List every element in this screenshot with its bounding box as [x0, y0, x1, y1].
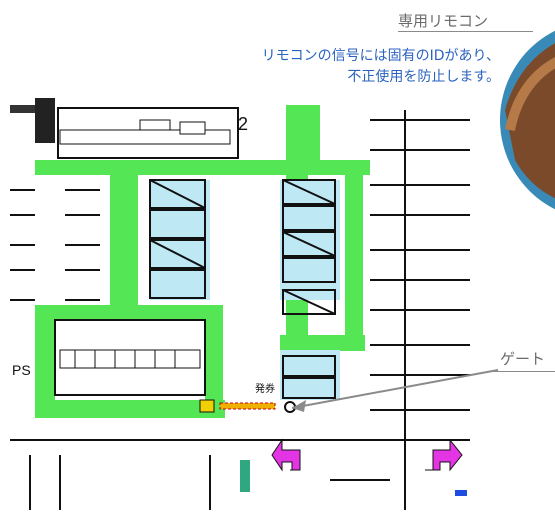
parking-stalls-right — [282, 179, 336, 399]
remote-note-line-1: リモコンの信号には固有のIDがあり、 — [261, 48, 500, 64]
left-edge-stalls — [10, 189, 100, 301]
gate-underline — [492, 371, 555, 372]
green-marker — [240, 460, 250, 492]
area-number: 2 — [238, 114, 248, 134]
remote-photo — [500, 30, 555, 210]
gate-label: ゲート — [500, 350, 546, 368]
gate-bar — [219, 402, 276, 410]
remote-title: 専用リモコン — [398, 12, 489, 30]
gate-leader-arrow-icon — [292, 400, 306, 412]
ticket-mark: 発券 — [255, 382, 275, 395]
remote-note: リモコンの信号には固有のIDがあり、 不正使用を防止します。 — [150, 46, 500, 88]
direction-arrow-icon — [425, 438, 463, 472]
remote-note-line-2: 不正使用を防止します。 — [347, 69, 500, 85]
direction-arrow-icon — [271, 438, 301, 472]
gate-booth — [199, 399, 215, 413]
parking-stalls-left — [149, 179, 206, 299]
map-letters-ps: PS — [12, 362, 31, 378]
gate-leader-line — [291, 369, 499, 409]
bottom-lines — [10, 439, 470, 510]
remote-title-underline — [398, 31, 533, 32]
building-block — [35, 98, 55, 143]
parking-map: 2 — [10, 95, 470, 510]
right-edge-stalls — [370, 110, 470, 510]
